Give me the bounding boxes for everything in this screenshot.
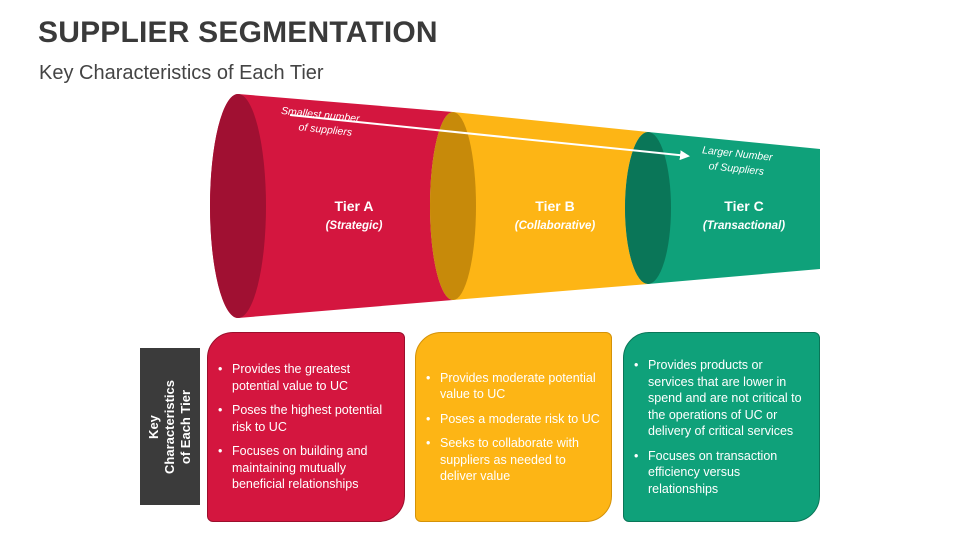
- page-title: SUPPLIER SEGMENTATION: [38, 16, 438, 49]
- tier-a-label: Tier A: [335, 198, 374, 214]
- annotation-end-line-2: of Suppliers: [708, 160, 765, 178]
- tier-a-segment: [210, 94, 453, 318]
- tier-c-card: Provides products or services that are l…: [623, 332, 820, 522]
- supplier-count-arrow: [289, 114, 690, 161]
- tier-b-bullet: Poses a moderate risk to UC: [426, 411, 601, 428]
- tier-a-opening: [210, 94, 266, 318]
- key-characteristics-label: Key Characteristics of Each Tier: [140, 348, 200, 505]
- page-subtitle: Key Characteristics of Each Tier: [39, 62, 324, 84]
- tier-c-segment: [625, 132, 820, 284]
- tier-b-bullet: Seeks to collaborate with suppliers as n…: [426, 435, 601, 485]
- tier-a-bullet: Focuses on building and maintaining mutu…: [218, 443, 394, 493]
- tier-a-b-ring: [430, 112, 476, 300]
- tier-a-bullet: Provides the greatest potential value to…: [218, 361, 394, 394]
- tier-a-type: (Strategic): [326, 220, 383, 232]
- tier-b-bullet: Provides moderate potential value to UC: [426, 370, 601, 403]
- tier-c-bullet-list: Provides products or services that are l…: [624, 357, 819, 497]
- annotation-start-line-2: of suppliers: [298, 121, 353, 139]
- tier-b-c-ring: [625, 132, 671, 284]
- tier-b-card: Provides moderate potential value to UC …: [415, 332, 612, 522]
- tier-b-segment: [430, 112, 648, 300]
- tier-b-bullet-list: Provides moderate potential value to UC …: [416, 370, 611, 485]
- tier-c-bullet: Provides products or services that are l…: [634, 357, 809, 440]
- tier-a-card: Provides the greatest potential value to…: [207, 332, 405, 522]
- tier-b-type: (Collaborative): [515, 220, 596, 232]
- tier-c-label: Tier C: [724, 198, 763, 214]
- tier-a-bullet-list: Provides the greatest potential value to…: [208, 361, 404, 493]
- tier-b-label: Tier B: [535, 198, 574, 214]
- tier-c-type: (Transactional): [703, 220, 785, 232]
- key-characteristics-text: Key Characteristics of Each Tier: [146, 379, 193, 474]
- tier-a-bullet: Poses the highest potential risk to UC: [218, 402, 394, 435]
- tier-c-bullet: Focuses on transaction efficiency versus…: [634, 448, 809, 498]
